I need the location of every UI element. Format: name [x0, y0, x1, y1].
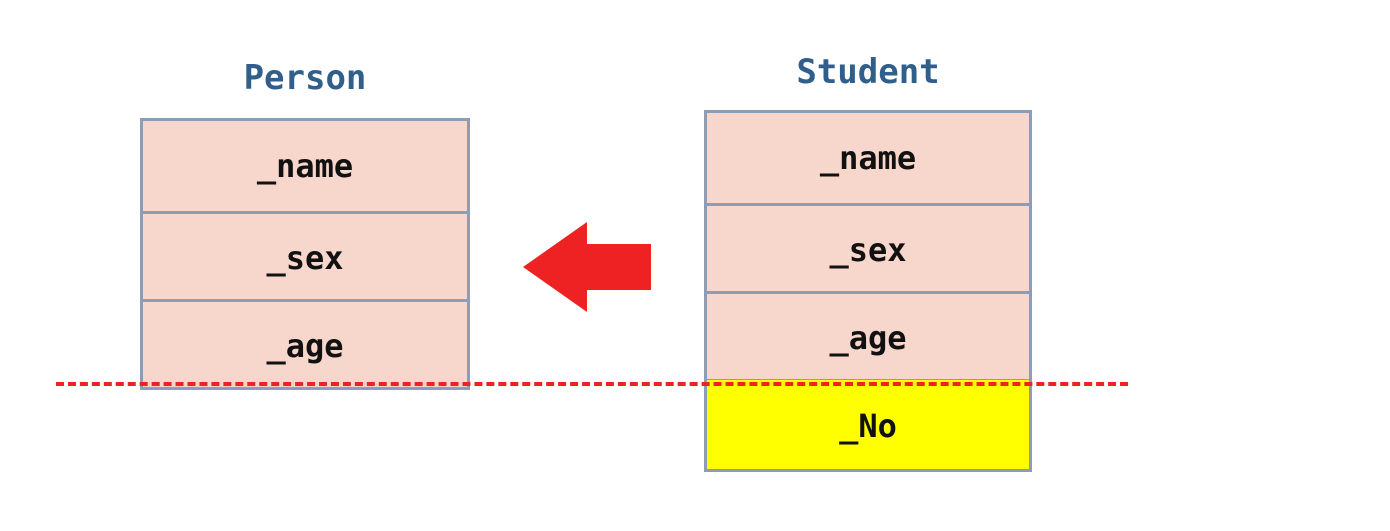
person-field-name: _name: [256, 147, 354, 185]
person-box: _name _sex _age: [140, 118, 470, 390]
student-field-no: _No: [839, 407, 897, 445]
person-title: Person: [243, 58, 367, 98]
left-arrow-icon: [523, 222, 651, 312]
divider-line: [56, 382, 1128, 386]
person-field-sex: _sex: [143, 211, 467, 301]
student-field-name: _name: [819, 139, 917, 177]
student-extra-box: _No: [704, 380, 1032, 472]
student-field-sex: _sex: [707, 203, 1029, 293]
student-title: Student: [796, 52, 940, 92]
person-field-age: _age: [143, 299, 467, 389]
student-box: _name _sex _age: [704, 110, 1032, 382]
student-field-age: _age: [707, 291, 1029, 381]
